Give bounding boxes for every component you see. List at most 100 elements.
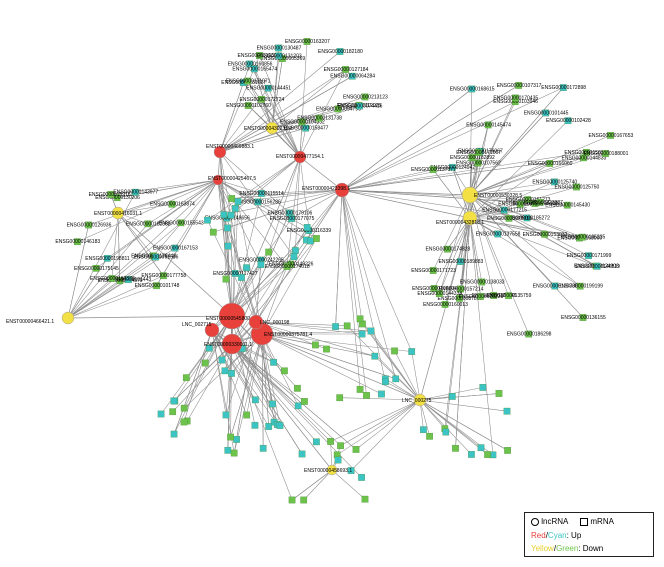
mrna-square <box>607 132 614 139</box>
edge <box>469 112 546 196</box>
mrna-square <box>169 408 177 416</box>
edge <box>217 179 307 241</box>
mrna-square <box>107 191 114 198</box>
edge <box>341 157 584 191</box>
mrna-square <box>356 315 364 323</box>
mrna-square <box>234 198 242 205</box>
mrna-square <box>468 85 476 93</box>
mrna-square <box>583 148 590 156</box>
mrna-node: ENSG00000102428 <box>546 117 591 125</box>
mrna-node: ENSG00000171071 <box>226 77 271 85</box>
edge <box>231 315 256 426</box>
edge <box>469 194 581 287</box>
mrna-node: ENSG00000223387 <box>518 198 563 206</box>
lncrna-circle <box>461 186 479 204</box>
mrna-node <box>265 423 273 430</box>
edge <box>237 201 263 335</box>
mrna-node <box>234 198 242 205</box>
edge <box>231 343 341 446</box>
mrna-label: ENSG00000136155 <box>561 315 606 321</box>
mrna-square <box>281 367 288 375</box>
legend-down-slash: / <box>553 544 557 553</box>
edge <box>211 329 235 454</box>
mrna-square <box>85 221 92 229</box>
edge <box>271 105 359 129</box>
mrna-square <box>525 330 533 338</box>
lncrna-node: ENST00000432818.1 <box>436 210 484 226</box>
mrna-square <box>356 102 364 110</box>
edge <box>299 41 308 158</box>
edge <box>147 179 219 225</box>
edge <box>460 194 471 262</box>
mrna-square <box>452 444 459 452</box>
lncrna-circle <box>293 150 307 164</box>
mrna-node: ENSG00000163207 <box>285 38 330 45</box>
mrna-square <box>593 262 601 270</box>
edge <box>173 343 233 402</box>
mrna-square <box>524 196 532 203</box>
mrna-square <box>444 245 451 253</box>
mrna-label: ENSG00000138033 <box>460 280 505 286</box>
mrna-node: ENSG00000107562 <box>456 159 501 167</box>
mrna-node: ENSG00000160856 <box>228 60 273 68</box>
mrna-node <box>298 450 306 458</box>
mrna-square <box>494 230 502 238</box>
mrna-node <box>288 496 296 504</box>
mrna-node <box>227 433 234 441</box>
edge <box>341 189 363 324</box>
mrna-node <box>312 341 319 349</box>
edge <box>247 80 301 158</box>
legend-down: Yellow/Green: Down <box>531 544 603 554</box>
edge <box>117 212 164 276</box>
mrna-square <box>334 456 342 464</box>
mrna-square <box>564 117 572 125</box>
square-shape-icon <box>580 517 589 526</box>
mrna-node <box>503 407 511 415</box>
mrna-label: ENSG00000177075 <box>270 216 315 222</box>
mrna-label: ENSG00000182892 <box>450 155 495 161</box>
mrna-node <box>300 496 308 504</box>
mrna-node: ENSG00000170435 <box>493 94 538 102</box>
mrna-square <box>436 290 443 298</box>
mrna-label: ENSG00000168615 <box>450 87 495 93</box>
legend-down-suffix: : Down <box>578 544 604 553</box>
mrna-node: ENSG00000198811 <box>85 254 130 262</box>
mrna-square <box>551 282 559 290</box>
mrna-label: ENSG00000064284 <box>330 74 375 80</box>
mrna-node <box>442 428 450 436</box>
mrna-square <box>303 224 311 231</box>
edge <box>231 343 303 455</box>
mrna-square <box>243 264 250 272</box>
mrna-square <box>358 474 365 481</box>
edge <box>419 399 446 429</box>
mrna-square <box>429 166 437 173</box>
mrna-label: ENSG00000144333 <box>417 291 462 297</box>
mrna-node: ENSG00000163951 <box>238 52 282 59</box>
mrna-square <box>218 356 226 364</box>
edge <box>469 194 509 296</box>
lncrna-label: ENST00000430231.2 <box>244 126 292 132</box>
lncrna-circle <box>326 464 338 476</box>
mrna-node <box>233 436 240 443</box>
mrna-label: ENSG00000161273 <box>506 197 551 203</box>
mrna-label: ENSG00000107306 <box>498 202 543 208</box>
edge <box>231 343 317 442</box>
edge <box>419 399 482 448</box>
edge <box>211 329 232 374</box>
lncrna-circle <box>218 302 246 330</box>
edge <box>330 399 421 442</box>
mrna-square <box>103 254 111 262</box>
mrna-label: ENSG00000145430 <box>545 203 590 209</box>
mrna-label: ENSG00000172898 <box>541 85 586 91</box>
mrna-node: ENSG00000145430 <box>545 201 590 209</box>
mrna-square <box>258 190 265 197</box>
mrna-square <box>132 188 139 196</box>
edge <box>341 189 361 390</box>
edge <box>219 127 306 153</box>
edge <box>261 333 412 352</box>
edge <box>231 343 281 426</box>
mrna-label: ENSG00000108004 <box>412 286 457 292</box>
edge <box>293 189 343 257</box>
mrna-square <box>343 322 351 330</box>
